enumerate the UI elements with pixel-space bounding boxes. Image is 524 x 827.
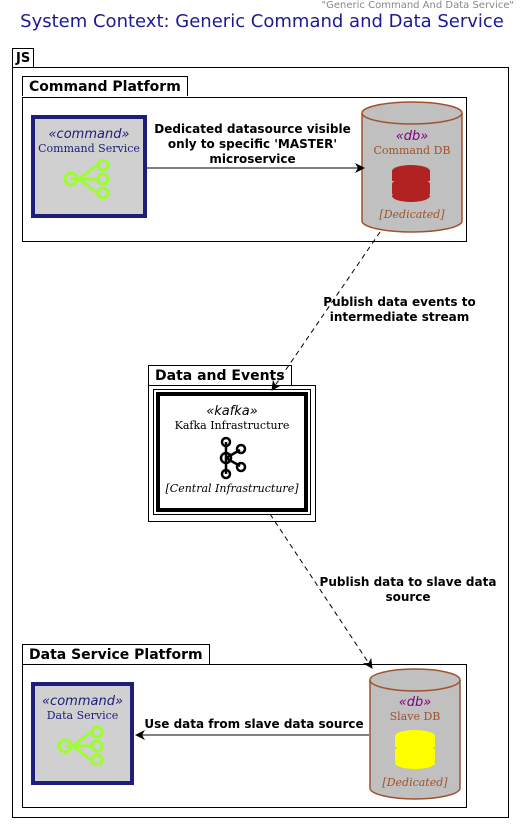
package-data-service-platform (22, 664, 467, 808)
slave-db-tech: [Dedicated] (382, 776, 448, 789)
command-db-name: Command DB (373, 144, 451, 157)
label-line: only to specific 'MASTER' (167, 137, 338, 151)
package-command-platform-label: Command Platform (29, 79, 181, 95)
data-service-stereotype: «command» (42, 694, 123, 709)
diagram-header: "Generic Command And Data Service" (321, 0, 514, 11)
command-service-stereotype: «command» (48, 127, 130, 142)
slave-db-text: «db» Slave DB (365, 695, 465, 723)
data-service[interactable]: «command» Data Service (31, 682, 134, 785)
label-slave-to-data: Use data from slave data source (144, 717, 364, 732)
database-icon (395, 730, 435, 769)
command-db-tech: [Dedicated] (379, 208, 445, 221)
slave-db[interactable] (369, 668, 461, 800)
package-data-events-tab: Data and Events (148, 365, 292, 385)
slave-db-name: Slave DB (389, 710, 441, 723)
data-service-name: Data Service (46, 709, 119, 722)
package-data-service-platform-tab: Data Service Platform (22, 644, 210, 664)
kafka-infrastructure[interactable]: «kafka» Kafka Infrastructure [Central In… (153, 389, 311, 515)
kafka-stereotype: «kafka» (206, 404, 258, 419)
database-icon (392, 165, 430, 202)
command-db[interactable] (361, 101, 463, 233)
package-command-platform (22, 97, 467, 242)
label-kafka-to-slave: Publish data to slave data source (318, 575, 498, 605)
label-db-to-kafka: Publish data events to intermediate stre… (312, 295, 487, 325)
label-line: Publish data events to (323, 295, 476, 309)
network-icon (63, 159, 110, 199)
command-service[interactable]: «command» Command Service (31, 115, 147, 218)
label-line: Use data from slave data source (144, 717, 364, 731)
kafka-name: Kafka Infrastructure (174, 419, 290, 432)
label-command-to-db: Dedicated datasource visible only to spe… (150, 122, 355, 167)
package-js-label: JS (16, 51, 31, 66)
command-service-name: Command Service (38, 142, 140, 155)
package-js-tab: JS (12, 48, 35, 68)
package-data-events-label: Data and Events (155, 368, 285, 384)
label-line: microservice (209, 152, 296, 166)
command-db-stereotype: «db» (395, 129, 429, 144)
label-line: intermediate stream (329, 310, 470, 324)
package-data-service-platform-label: Data Service Platform (29, 647, 203, 663)
network-icon (57, 726, 103, 766)
diagram-title: System Context: Generic Command and Data… (20, 11, 504, 32)
arrow-db-to-kafka (271, 231, 381, 391)
arrow-kafka-to-slave (269, 513, 373, 669)
package-command-platform-tab: Command Platform (22, 76, 188, 96)
label-line: Publish data to slave data (319, 575, 497, 589)
package-data-events (148, 385, 316, 522)
label-line: Dedicated datasource visible (154, 122, 351, 136)
package-js (12, 67, 509, 818)
label-line: source (385, 590, 431, 604)
command-db-text: «db» Command DB (362, 129, 462, 157)
kafka-icon (219, 436, 247, 480)
slave-db-stereotype: «db» (398, 695, 432, 710)
kafka-tech: [Central Infrastructure] (165, 482, 299, 495)
